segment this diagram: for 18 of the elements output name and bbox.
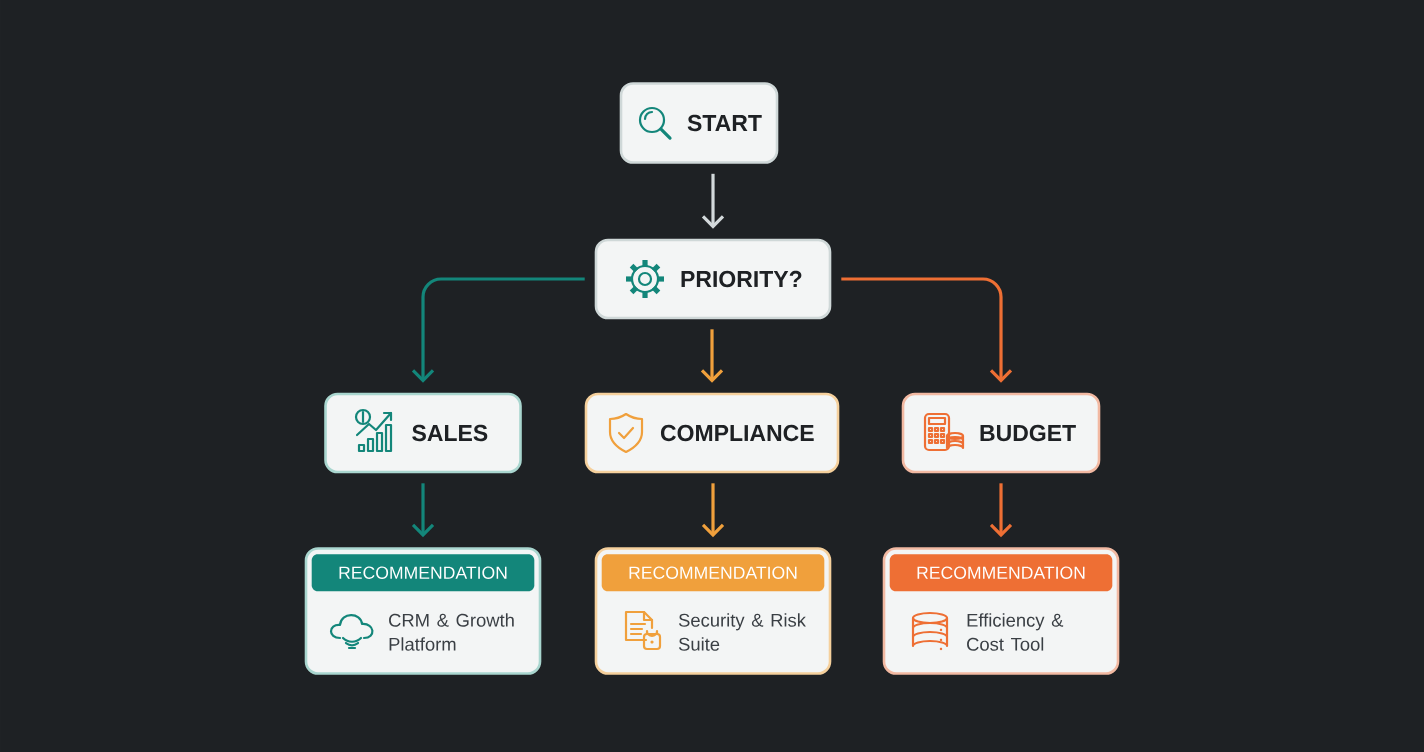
arrow: [841, 277, 1013, 383]
card-header: RECOMMENDATION: [601, 554, 825, 592]
card-text: Security & Risk Suite: [678, 613, 806, 651]
card-text: Efficiency & Cost Tool: [967, 613, 1064, 651]
arrow: [701, 483, 725, 538]
arrow: [701, 173, 725, 229]
arrow: [989, 483, 1013, 538]
arrow: [700, 329, 724, 383]
step-box: BUDGET: [901, 392, 1101, 474]
arrow: [411, 483, 435, 538]
card-text: CRM & Growth Platform: [389, 613, 514, 651]
card-header: RECOMMENDATION: [889, 554, 1113, 592]
step-box: COMPLIANCE: [584, 392, 840, 474]
step-box: START: [619, 82, 779, 164]
step-box: PRIORITY?: [594, 238, 832, 320]
arrow: [411, 277, 585, 383]
card-header: RECOMMENDATION: [311, 554, 535, 592]
step-box: SALES: [324, 392, 522, 474]
